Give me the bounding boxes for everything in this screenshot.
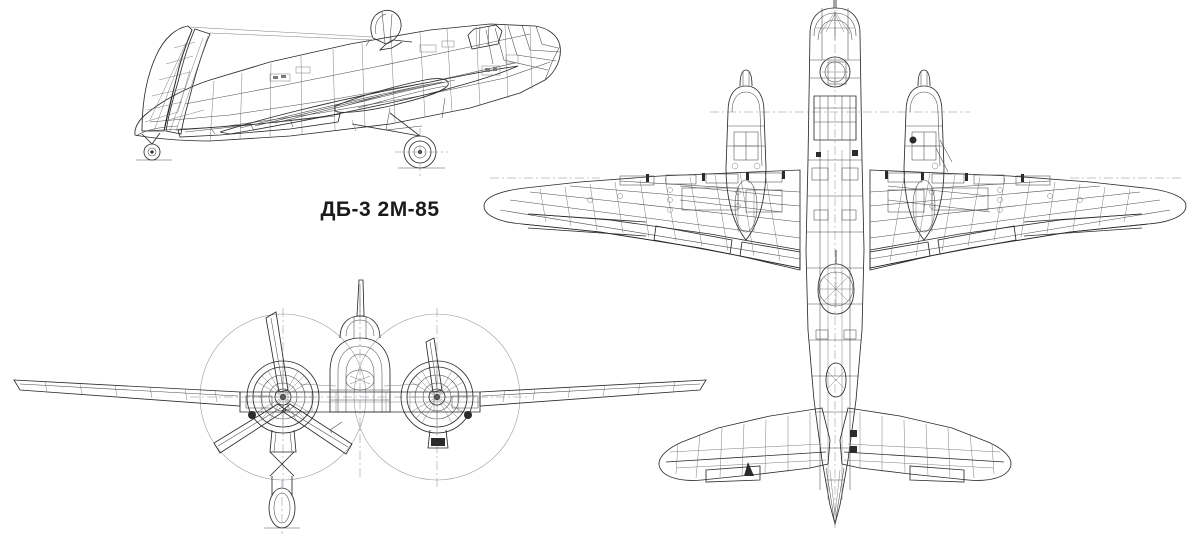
front-elevation-view	[0, 279, 720, 534]
plan-top-view	[470, 0, 1200, 534]
drawing-caption: ДБ-3 2М-85	[320, 198, 440, 221]
side-elevation-view	[90, 0, 630, 190]
